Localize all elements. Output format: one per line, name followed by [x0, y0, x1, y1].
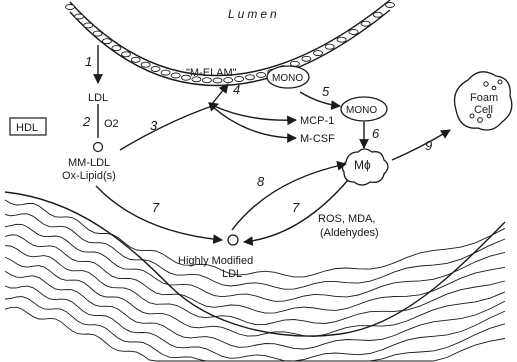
arrow-step-5: [300, 92, 340, 106]
step-8: 8: [257, 174, 265, 189]
endothelial-cell: [75, 14, 84, 19]
endothelial-cell: [337, 37, 346, 42]
endothelial-cell: [257, 72, 266, 77]
endothelial-cell: [373, 12, 382, 17]
foam-label-2: Cell: [474, 104, 493, 116]
mm-ldl-label: MM-LDL: [68, 157, 110, 169]
ox-lipid-label: Ox-Lipid(s): [62, 170, 116, 182]
endothelial-cell: [84, 23, 93, 28]
highly-modified-ldl-particle-icon: [228, 235, 238, 245]
m-elam-label: "M-ELAM": [186, 67, 237, 79]
endothelial-cell: [66, 5, 75, 10]
step-7-left: 7: [152, 200, 160, 215]
step-4: 4: [233, 82, 240, 97]
step-5: 5: [322, 84, 330, 99]
step-1: 1: [85, 54, 92, 69]
endothelial-cell: [386, 3, 395, 8]
endothelial-cell: [349, 30, 358, 35]
macrophage-label: Mϕ: [354, 158, 371, 172]
step-2: 2: [82, 114, 91, 129]
highly-modified-label-2: LDL: [222, 268, 242, 280]
o2-label: O2: [104, 118, 119, 130]
highly-modified-label-1: Highly Modified: [178, 255, 253, 267]
ldl-label: LDL: [88, 92, 108, 104]
endothelial-cell: [93, 31, 102, 36]
endothelial-cell: [171, 73, 180, 78]
endothelial-cell: [325, 44, 334, 49]
mono-top-label: MONO: [272, 73, 303, 84]
endothelial-cell: [112, 46, 121, 51]
arrow-mcp1: [214, 106, 296, 120]
arrow-step-9: [392, 130, 450, 160]
ros-label-1: ROS, MDA,: [318, 213, 375, 225]
endothelial-cell: [361, 21, 370, 26]
step-9: 9: [425, 138, 432, 153]
endothelial-cell: [122, 52, 131, 57]
endothelial-cell: [151, 67, 160, 72]
endothelial-cell: [314, 51, 323, 56]
endothelial-cell: [246, 75, 255, 80]
foam-label-1: Foam: [470, 92, 498, 104]
hdl-box: HDL: [10, 118, 46, 135]
ros-label-2: (Aldehydes): [320, 227, 379, 239]
mcsf-label: M-CSF: [300, 133, 335, 145]
mcp1-label: MCP-1: [300, 115, 334, 127]
endothelial-cell: [161, 70, 170, 75]
step-6: 6: [372, 126, 380, 141]
endothelial-cell: [302, 56, 311, 61]
step-3: 3: [150, 118, 158, 133]
arrow-step-3: [120, 104, 218, 150]
mono-mid-label: MONO: [346, 105, 377, 116]
endothelial-cell: [141, 62, 150, 67]
endothelial-cell: [131, 57, 140, 62]
arrow-mcsf: [214, 108, 296, 138]
endothelial-cell: [102, 39, 111, 44]
vessel-wall: [0, 192, 517, 362]
mm-ldl-particle-icon: [94, 143, 103, 152]
arrow-step-4: [212, 84, 228, 104]
lumen-label: Lumen: [228, 7, 280, 21]
step-7-right: 7: [292, 200, 300, 215]
hdl-label: HDL: [16, 122, 38, 134]
